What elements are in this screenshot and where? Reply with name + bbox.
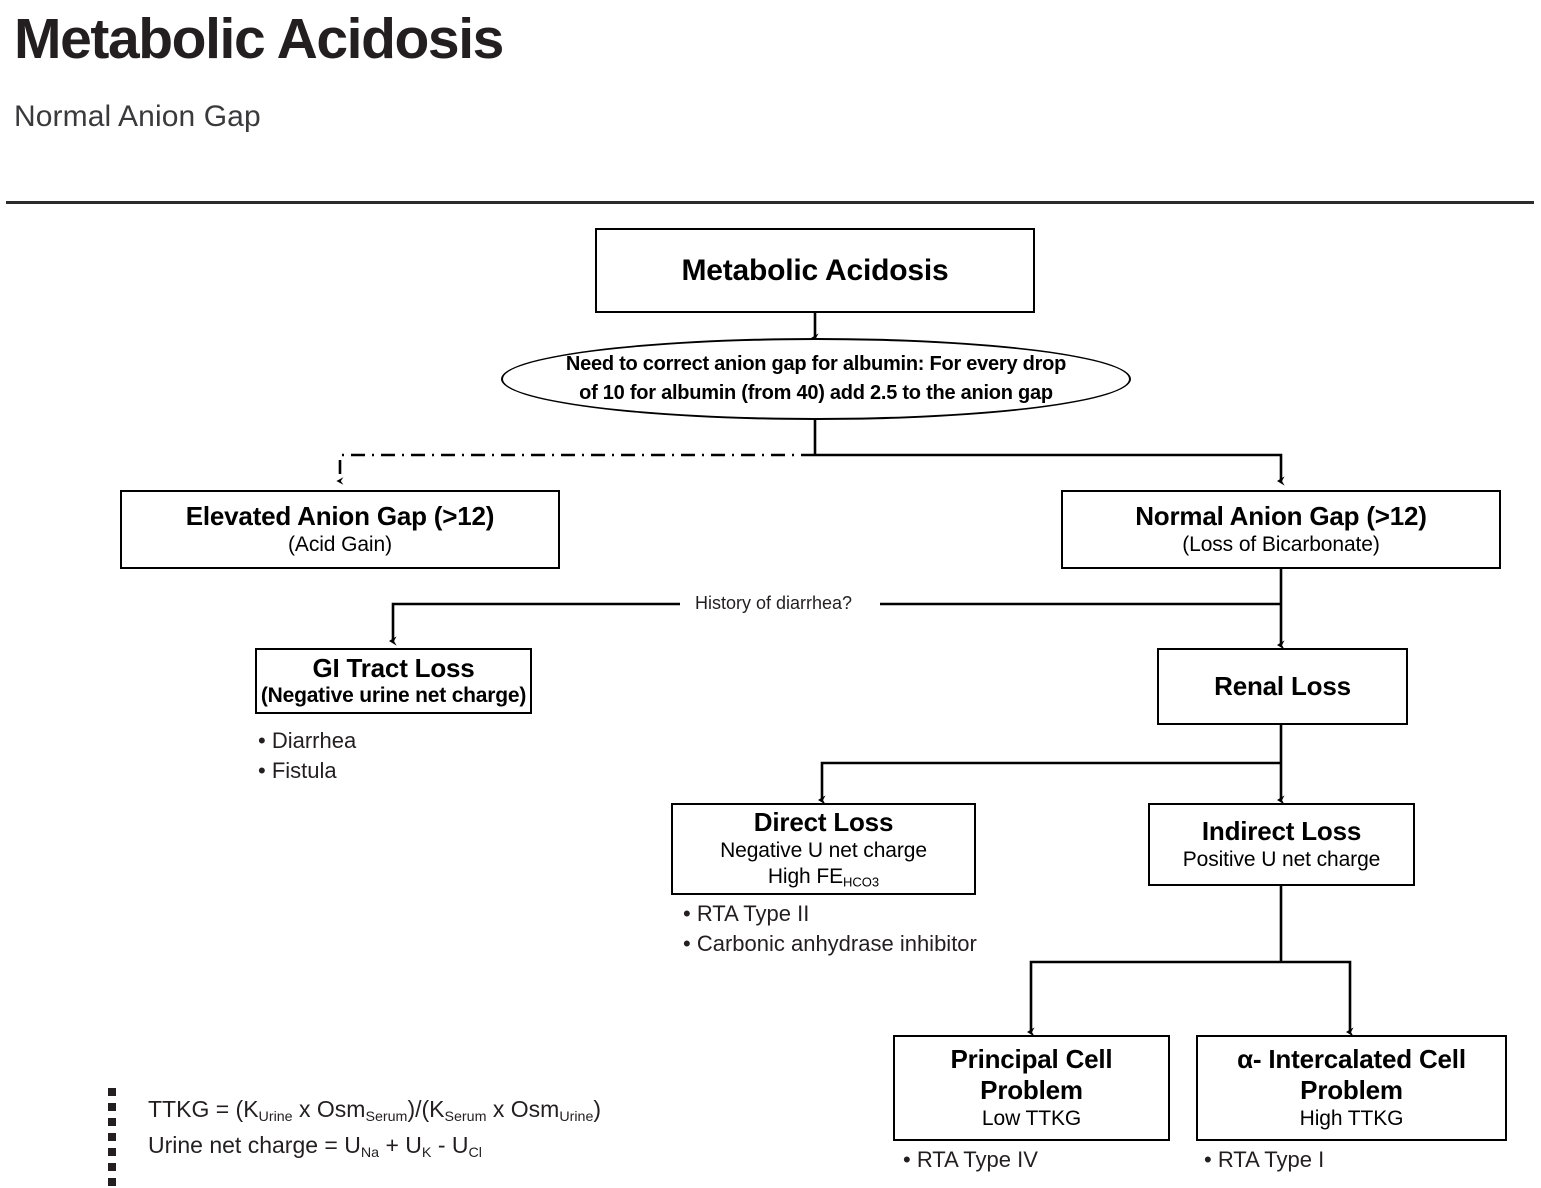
- ttkg-mid-2: )/(K: [407, 1096, 445, 1122]
- node-gi-tract-loss-title: GI Tract Loss: [312, 652, 475, 683]
- ttkg-mid-1: x Osm: [292, 1096, 366, 1122]
- edge-renal-to-direct-loss: [818, 761, 1281, 805]
- direct-loss-fe-subscript: HCO3: [843, 874, 880, 890]
- node-indirect-loss-title: Indirect Loss: [1201, 816, 1362, 847]
- bullets-direct-loss: • RTA Type II • Carbonic anhydrase inhib…: [683, 899, 977, 958]
- node-principal-cell-title-2: Problem: [980, 1074, 1083, 1105]
- node-intercalated-cell-subtitle: High TTKG: [1299, 1106, 1404, 1130]
- ttkg-mid-3: x Osm: [486, 1096, 560, 1122]
- node-direct-loss[interactable]: Direct Loss Negative U net charge High F…: [671, 803, 976, 895]
- node-direct-loss-subtitle-2: High FEHCO3: [768, 864, 879, 891]
- list-item: • Carbonic anhydrase inhibitor: [683, 930, 977, 956]
- edge-note-to-elevated-gap: [336, 453, 815, 485]
- node-gi-tract-loss-subtitle: (Negative urine net charge): [260, 684, 527, 708]
- albumin-note-line-2: of 10 for albumin (from 40) add 2.5 to t…: [579, 382, 1053, 404]
- node-elevated-anion-gap-title: Elevated Anion Gap (>12): [185, 501, 495, 532]
- direct-loss-fe-prefix: High FE: [767, 865, 843, 888]
- list-item: • Diarrhea: [258, 728, 357, 753]
- footnote-dotted-line: [108, 1088, 117, 1188]
- node-principal-cell-subtitle: Low TTKG: [981, 1106, 1082, 1130]
- bullets-gi-tract-loss: • Diarrhea • Fistula: [258, 726, 356, 785]
- node-elevated-anion-gap-subtitle: (Acid Gain): [288, 532, 392, 556]
- node-renal-loss[interactable]: Renal Loss: [1157, 648, 1408, 725]
- node-gi-tract-loss[interactable]: GI Tract Loss (Negative urine net charge…: [255, 648, 532, 714]
- footnote-formulas: TTKG = (KUrine x OsmSerum)/(KSerum x Osm…: [148, 1092, 601, 1165]
- formula-urine-net-charge: Urine net charge = UNa + UK - UCl: [148, 1128, 601, 1164]
- list-item: • Fistula: [258, 757, 337, 783]
- node-metabolic-acidosis-label: Metabolic Acidosis: [681, 253, 949, 287]
- net-charge-mid-2: - U: [431, 1132, 469, 1159]
- net-charge-prefix: Urine net charge = U: [148, 1132, 361, 1159]
- edge-note-to-normal-gap: [815, 453, 1285, 486]
- node-intercalated-cell-problem[interactable]: α- Intercalated Cell Problem High TTKG: [1196, 1035, 1507, 1141]
- node-intercalated-cell-title-2: Problem: [1300, 1074, 1403, 1105]
- node-indirect-loss-subtitle: Positive U net charge: [1182, 847, 1381, 871]
- node-elevated-anion-gap[interactable]: Elevated Anion Gap (>12) (Acid Gain): [120, 490, 560, 569]
- header-divider: [6, 201, 1534, 204]
- net-charge-sub-2: K: [421, 1145, 432, 1162]
- node-principal-cell-problem[interactable]: Principal Cell Problem Low TTKG: [893, 1035, 1170, 1141]
- node-direct-loss-title: Direct Loss: [753, 807, 894, 838]
- node-normal-anion-gap-subtitle: (Loss of Bicarbonate): [1182, 532, 1380, 556]
- node-renal-loss-title: Renal Loss: [1214, 671, 1351, 702]
- node-albumin-correction-note[interactable]: Need to correct anion gap for albumin: F…: [501, 338, 1131, 420]
- list-item: • RTA Type I: [1204, 1147, 1325, 1172]
- albumin-note-line-1: Need to correct anion gap for albumin: F…: [565, 353, 1067, 375]
- list-item: • RTA Type IV: [903, 1147, 1038, 1172]
- node-intercalated-cell-title-1: α- Intercalated Cell: [1237, 1044, 1466, 1075]
- ttkg-suffix: ): [593, 1096, 602, 1122]
- edge-label-history-of-diarrhea: History of diarrhea?: [686, 593, 862, 614]
- edge-diarrhea-to-gi-loss: [389, 602, 680, 646]
- net-charge-sub-1: Na: [360, 1145, 380, 1162]
- ttkg-sub-3: Serum: [444, 1108, 487, 1125]
- page-title: Metabolic Acidosis: [14, 7, 504, 71]
- node-normal-anion-gap[interactable]: Normal Anion Gap (>12) (Loss of Bicarbon…: [1061, 490, 1501, 569]
- bullets-principal-cell: • RTA Type IV: [903, 1145, 1038, 1175]
- bullets-intercalated-cell: • RTA Type I: [1204, 1145, 1324, 1175]
- ttkg-sub-4: Urine: [559, 1108, 594, 1125]
- node-principal-cell-title-1: Principal Cell: [950, 1044, 1113, 1075]
- edge-indirect-to-principal-cell: [1027, 960, 1281, 1037]
- page-subtitle: Normal Anion Gap: [14, 100, 261, 133]
- node-metabolic-acidosis[interactable]: Metabolic Acidosis: [595, 228, 1035, 313]
- net-charge-mid-1: + U: [379, 1132, 422, 1159]
- ttkg-sub-1: Urine: [258, 1108, 293, 1125]
- node-normal-anion-gap-title: Normal Anion Gap (>12): [1135, 501, 1427, 532]
- net-charge-sub-3: Cl: [468, 1145, 482, 1162]
- node-direct-loss-subtitle-1: Negative U net charge: [720, 838, 927, 862]
- node-indirect-loss[interactable]: Indirect Loss Positive U net charge: [1148, 803, 1415, 886]
- formula-ttkg: TTKG = (KUrine x OsmSerum)/(KSerum x Osm…: [148, 1092, 601, 1128]
- list-item: • RTA Type II: [683, 901, 810, 926]
- ttkg-sub-2: Serum: [365, 1108, 408, 1125]
- ttkg-prefix: TTKG = (K: [148, 1096, 259, 1122]
- edge-indirect-to-intercalated-cell: [1281, 960, 1354, 1037]
